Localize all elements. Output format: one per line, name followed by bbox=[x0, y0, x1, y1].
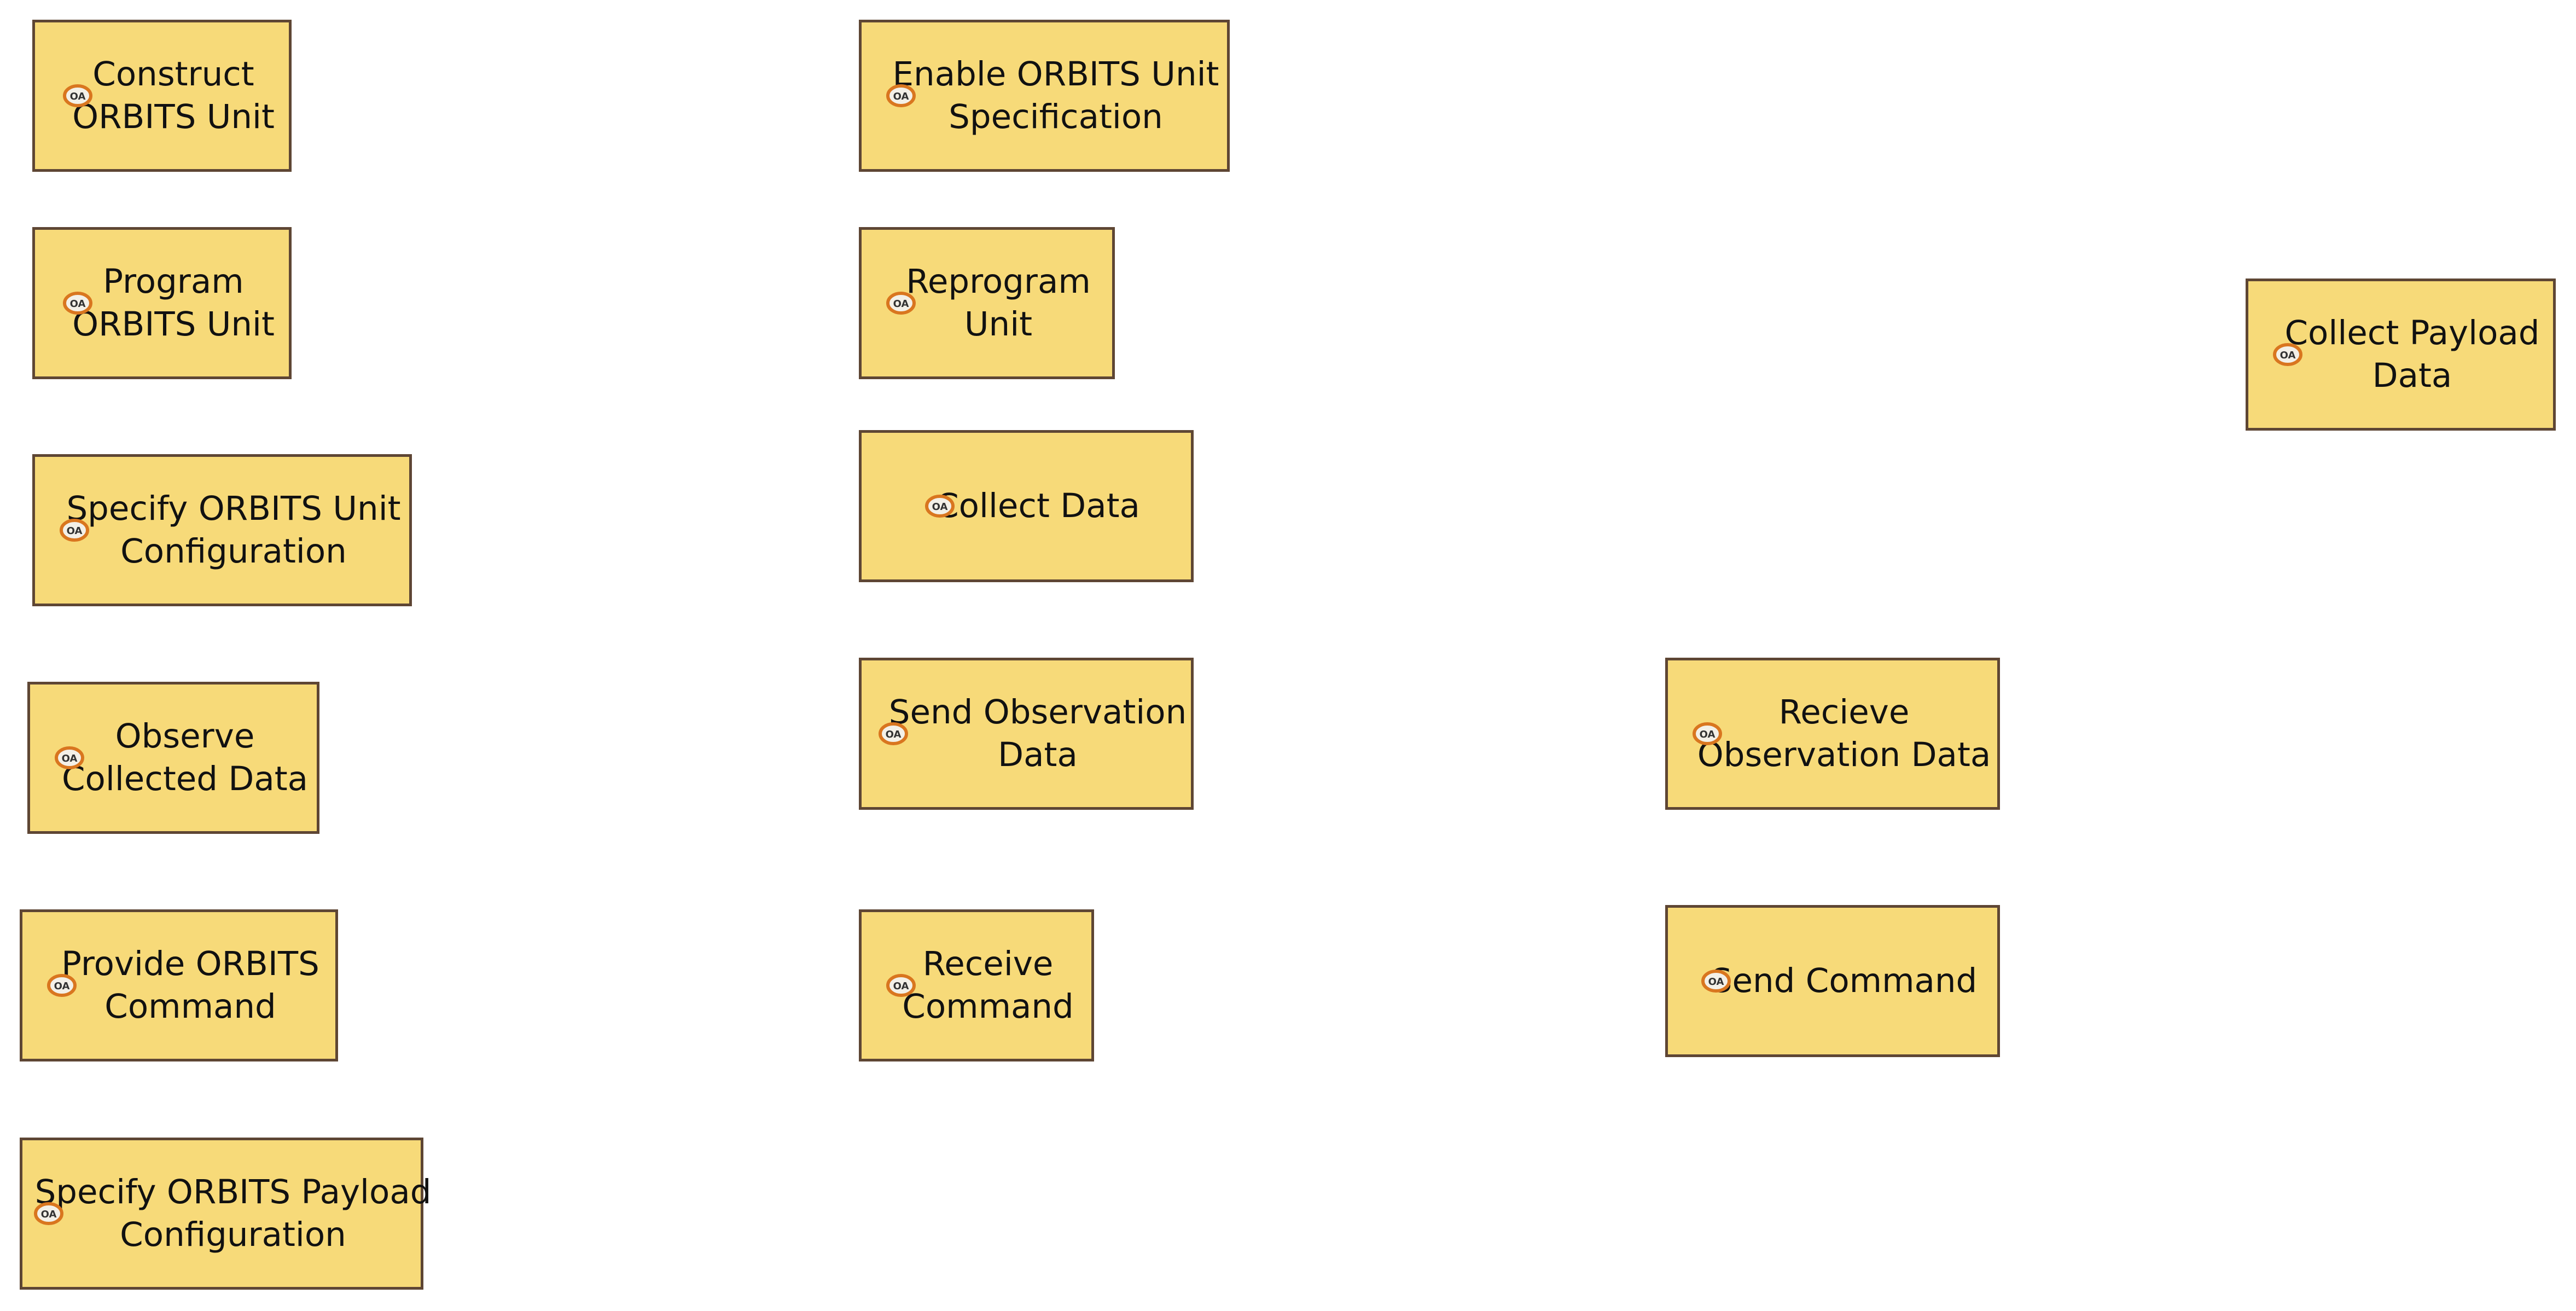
operational-activity-icon: OA bbox=[34, 1202, 63, 1225]
svg-text:OA: OA bbox=[70, 91, 86, 102]
operational-activity-icon: OA bbox=[886, 292, 916, 315]
svg-text:OA: OA bbox=[1708, 976, 1724, 988]
operational-activity-icon: OA bbox=[47, 974, 77, 997]
operational-activity-icon: OA bbox=[63, 84, 92, 107]
svg-text:OA: OA bbox=[932, 501, 948, 513]
svg-text:OA: OA bbox=[893, 298, 909, 310]
activity-send-command[interactable]: OA Send Command bbox=[1665, 905, 2000, 1057]
operational-activity-icon: OA bbox=[886, 84, 916, 107]
svg-text:OA: OA bbox=[70, 298, 86, 310]
operational-activity-icon: OA bbox=[1693, 722, 1722, 745]
svg-text:OA: OA bbox=[1700, 729, 1716, 740]
operational-activity-icon: OA bbox=[879, 722, 908, 745]
activity-label: Send Command bbox=[1711, 961, 1978, 1000]
activity-label: Collect Data bbox=[935, 486, 1140, 525]
activity-collect-data[interactable]: OA Collect Data bbox=[859, 430, 1194, 582]
svg-text:OA: OA bbox=[62, 753, 78, 764]
svg-text:OA: OA bbox=[41, 1209, 57, 1220]
svg-text:OA: OA bbox=[886, 729, 902, 740]
operational-activity-icon: OA bbox=[60, 519, 89, 542]
operational-activity-icon: OA bbox=[925, 495, 955, 518]
operational-activity-icon: OA bbox=[55, 746, 84, 769]
operational-activity-icon: OA bbox=[1701, 970, 1731, 993]
svg-text:OA: OA bbox=[54, 981, 70, 992]
operational-activity-icon: OA bbox=[886, 974, 916, 997]
operational-activity-icon: OA bbox=[63, 292, 92, 315]
svg-text:OA: OA bbox=[2280, 350, 2296, 361]
svg-text:OA: OA bbox=[893, 981, 909, 992]
svg-text:OA: OA bbox=[67, 525, 83, 537]
svg-text:OA: OA bbox=[893, 91, 909, 102]
operational-activity-icon: OA bbox=[2273, 343, 2302, 366]
